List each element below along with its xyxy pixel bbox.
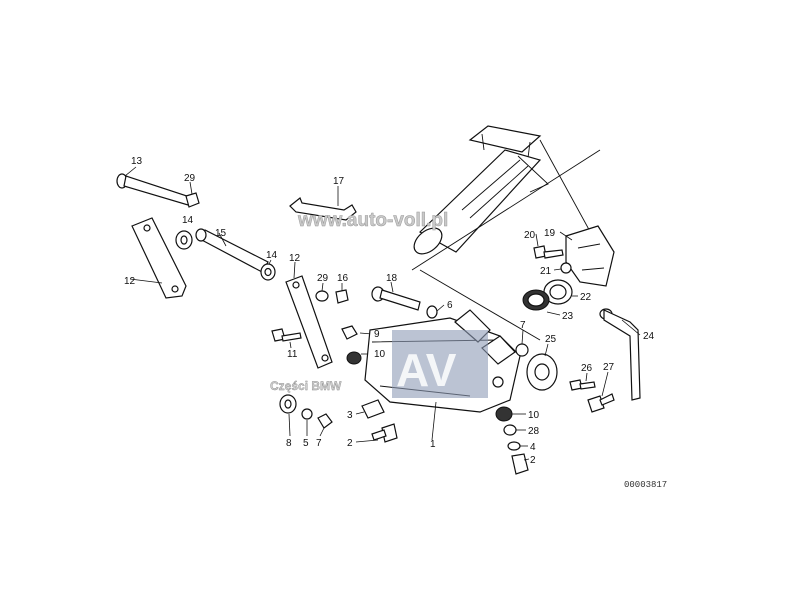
callout-2-right: 2 <box>530 455 536 466</box>
watermark-logo-letters: AV <box>396 344 457 396</box>
part-7-nut-left <box>317 413 333 437</box>
callout-8: 8 <box>286 438 292 449</box>
callout-7-left: 7 <box>316 438 322 449</box>
callout-12-center: 12 <box>289 253 301 264</box>
callout-29-center: 29 <box>317 273 329 284</box>
callout-labels: 13 29 17 14 15 14 12 12 29 16 18 6 20 19… <box>124 156 655 466</box>
callout-22: 22 <box>580 292 592 303</box>
part-20-bolt <box>533 233 564 259</box>
part-3-bracket <box>355 399 385 419</box>
watermark-parts-label: Części BMW <box>270 379 342 393</box>
callout-20: 20 <box>524 230 536 241</box>
part-25-bushing <box>526 343 558 391</box>
callout-29-left: 29 <box>184 173 196 184</box>
part-16-nut <box>335 283 349 304</box>
callout-21: 21 <box>540 266 552 277</box>
part-28-nut <box>503 424 526 436</box>
part-2-bolt-right <box>511 453 530 475</box>
part-18-bolt <box>371 281 421 311</box>
callout-1: 1 <box>430 439 436 450</box>
part-26-bolt <box>569 372 596 391</box>
callout-2-left: 2 <box>347 438 353 449</box>
callout-17: 17 <box>333 176 345 187</box>
part-10-nut-upper <box>346 351 372 365</box>
callout-7-right: 7 <box>520 320 526 331</box>
part-14-bushing-left <box>175 230 193 250</box>
callout-23: 23 <box>562 311 574 322</box>
callout-11: 11 <box>287 349 298 360</box>
callout-6: 6 <box>447 300 453 311</box>
part-19-block <box>559 225 615 287</box>
part-11-bolt <box>271 328 302 349</box>
callout-10-lower: 10 <box>528 410 540 421</box>
callout-25: 25 <box>545 334 557 345</box>
part-23-clip <box>522 289 561 316</box>
part-2-bolt-left <box>355 423 398 443</box>
part-9-nut <box>341 325 373 340</box>
callout-15: 15 <box>215 228 227 239</box>
part-8-bushing <box>279 394 297 437</box>
callout-5: 5 <box>303 438 309 449</box>
part-29-nut-left <box>185 181 200 208</box>
part-14-bushing-right <box>260 259 276 281</box>
part-12-lever-left <box>129 217 187 299</box>
part-29-nut-center <box>315 282 329 302</box>
callout-24: 24 <box>643 331 655 342</box>
callout-28: 28 <box>528 426 540 437</box>
callout-16: 16 <box>337 273 349 284</box>
callout-27: 27 <box>603 362 615 373</box>
part-15-tube <box>195 228 269 273</box>
watermark-logo: AV <box>392 330 488 398</box>
part-13-bolt <box>116 166 191 206</box>
callout-26: 26 <box>581 363 593 374</box>
part-4-washer <box>507 441 528 451</box>
callout-12-left: 12 <box>124 276 136 287</box>
part-12-lever-center <box>285 261 333 369</box>
watermark-site-url: www.auto-voll.pl <box>297 210 448 231</box>
callout-9: 9 <box>374 329 380 340</box>
callout-19: 19 <box>544 228 556 239</box>
drawing-number: 00003817 <box>624 480 667 490</box>
part-17-plate <box>289 186 357 221</box>
callout-10-upper: 10 <box>374 349 386 360</box>
callout-14-left: 14 <box>182 215 194 226</box>
part-10-nut-lower <box>495 406 526 422</box>
callout-13: 13 <box>131 156 143 167</box>
part-21-washer <box>553 262 572 274</box>
callout-14-right: 14 <box>266 250 278 261</box>
part-24-arm <box>599 308 641 401</box>
part-7-nut-right <box>515 329 529 357</box>
part-27-bolt <box>587 371 615 413</box>
callout-4: 4 <box>530 442 536 453</box>
part-5-washer <box>301 408 313 436</box>
part-6-washer <box>426 304 445 319</box>
callout-3: 3 <box>347 410 353 421</box>
callout-18: 18 <box>386 273 398 284</box>
